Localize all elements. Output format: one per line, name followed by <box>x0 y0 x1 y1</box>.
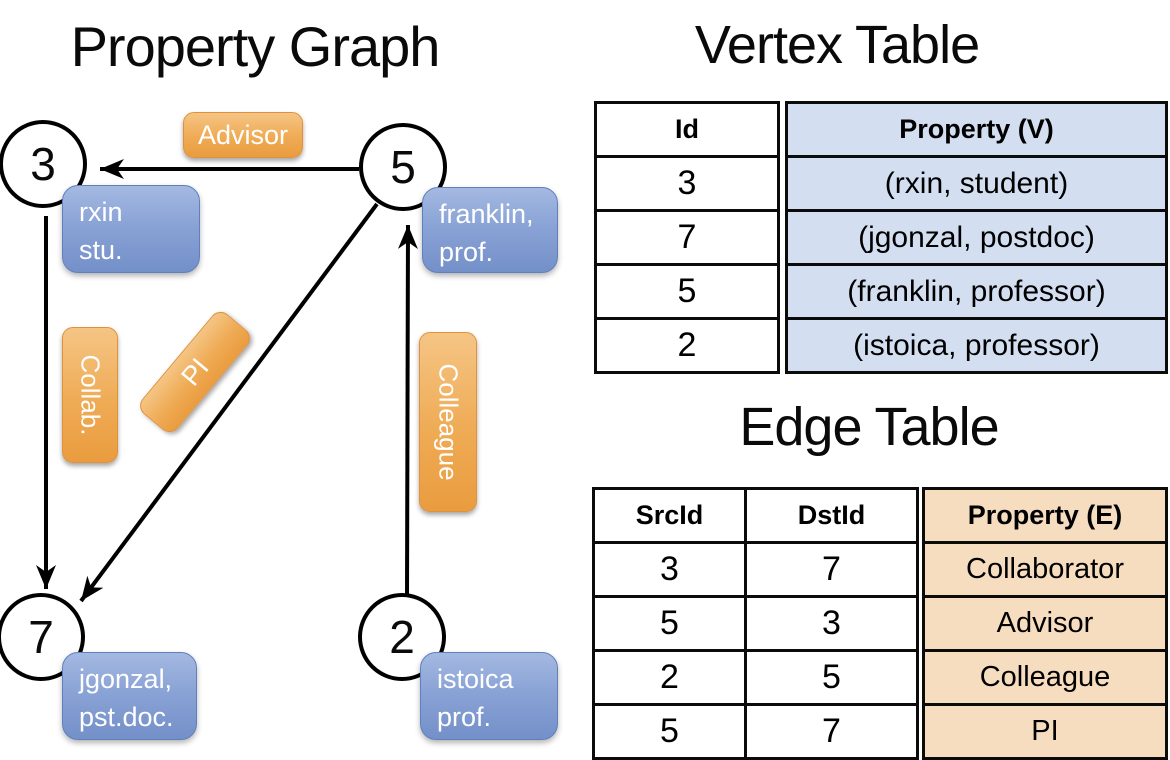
vertex-table-id-cell: 3 <box>594 155 780 212</box>
edge-table-property-cell: PI <box>922 703 1168 760</box>
vertex-table-id-cell: 2 <box>594 317 780 374</box>
edge-label-colleague-text: Colleague <box>433 363 464 481</box>
edge-table-property-cell: Advisor <box>922 595 1168 652</box>
vertex-table-property-column: Property (V) (rxin, student) (jgonzal, p… <box>785 101 1168 374</box>
vertex-property-7-line2: pst.doc. <box>79 701 174 732</box>
edge-label-colleague: Colleague <box>419 332 477 512</box>
vertex-table-property-cell: (jgonzal, postdoc) <box>785 209 1168 266</box>
graph-edges <box>36 159 418 603</box>
vertex-property-2-line2: prof. <box>437 701 492 732</box>
node-id-7: 7 <box>28 611 54 663</box>
vertex-property-3-line1: rxin <box>79 197 123 227</box>
edge-table-dstid-header: DstId <box>744 487 919 544</box>
vertex-table-property-cell: (istoica, professor) <box>785 317 1168 374</box>
node-id-2: 2 <box>389 611 415 663</box>
vertex-property-box-5: franklin, prof. <box>422 187 558 273</box>
edge-label-collab-text: Collab. <box>75 354 106 436</box>
vertex-table-id-column: Id 3 7 5 2 <box>594 101 780 374</box>
vertex-property-box-7: jgonzal, pst.doc. <box>62 652 197 740</box>
vertex-table-property-cell: (franklin, professor) <box>785 263 1168 320</box>
node-circle-2: 2 <box>358 593 446 681</box>
edge-table-srcid-header: SrcId <box>592 487 747 544</box>
edge-table-dst-cell: 5 <box>744 649 919 706</box>
node-id-3: 3 <box>30 138 56 190</box>
edge-table-property-cell: Collaborator <box>922 541 1168 598</box>
edge-table-src-cell: 2 <box>592 649 747 706</box>
edge-table-property-header: Property (E) <box>922 487 1168 544</box>
vertex-property-2-line1: istoica <box>437 664 514 694</box>
edge-table-src-cell: 5 <box>592 703 747 760</box>
node-circle-5: 5 <box>359 123 447 211</box>
vertex-property-7-line1: jgonzal, <box>79 664 173 694</box>
property-graph-title: Property Graph <box>70 15 441 78</box>
edge-label-advisor: Advisor <box>183 112 303 158</box>
edge-colleague-2-to-5 <box>397 224 418 596</box>
edge-table-src-cell: 5 <box>592 595 747 652</box>
edge-table-title: Edge Table <box>739 397 999 457</box>
vertex-table-property-header: Property (V) <box>785 101 1168 158</box>
vertex-table-title: Vertex Table <box>694 15 980 75</box>
edge-table-id-columns: SrcId DstId 3 7 5 3 2 5 5 7 <box>592 487 919 760</box>
edge-table-property-column: Property (E) Collaborator Advisor Collea… <box>922 487 1168 760</box>
edge-label-pi-text: PI <box>174 352 215 392</box>
edge-table-dst-cell: 7 <box>744 541 919 598</box>
vertex-table-id-cell: 7 <box>594 209 780 266</box>
vertex-property-5-line1: franklin, <box>439 199 534 229</box>
vertex-table-id-header: Id <box>594 101 780 158</box>
vertex-property-3-line2: stu. <box>79 234 123 265</box>
vertex-property-box-2: istoica prof. <box>420 652 558 740</box>
vertex-property-5-line2: prof. <box>439 236 494 267</box>
vertex-table-property-cell: (rxin, student) <box>785 155 1168 212</box>
edge-label-advisor-text: Advisor <box>197 119 289 150</box>
edge-table-dst-cell: 7 <box>744 703 919 760</box>
node-id-5: 5 <box>390 141 416 193</box>
edge-label-collab: Collab. <box>62 327 118 463</box>
vertex-table-id-cell: 5 <box>594 263 780 320</box>
edge-table-dst-cell: 3 <box>744 595 919 652</box>
edge-pi-5-to-7 <box>79 202 379 603</box>
edge-table-property-cell: Colleague <box>922 649 1168 706</box>
edge-table-src-cell: 3 <box>592 541 747 598</box>
vertex-property-box-3: rxin stu. <box>62 185 200 273</box>
